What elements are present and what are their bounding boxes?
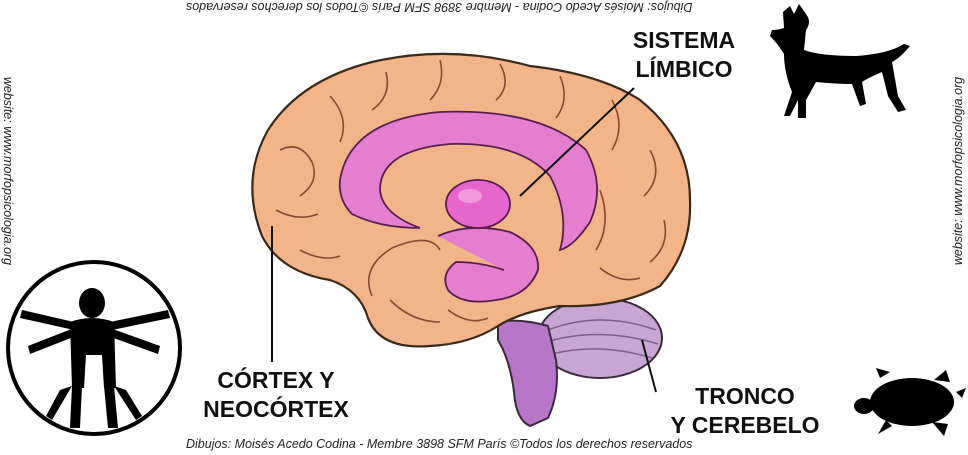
- turtle-silhouette-icon: [854, 368, 966, 436]
- tronco-pointer-line: [641, 339, 657, 393]
- stem-cerebellum-label: TRONCO Y CEREBELO: [660, 382, 830, 440]
- vitruvian-man-icon: [6, 260, 182, 436]
- limbic-label-line1: SISTEMA: [632, 27, 736, 53]
- tronco-label-line2: Y CEREBELO: [670, 412, 820, 438]
- limbic-system-label: SISTEMA LÍMBICO: [622, 26, 746, 84]
- tronco-label-line1: TRONCO: [695, 383, 795, 409]
- credit-bottom: Dibujos: Moisés Acedo Codina - Membre 38…: [186, 437, 693, 451]
- limbic-hippocampus: [437, 226, 539, 303]
- limbic-cingulate: [338, 110, 599, 252]
- limbic-pointer-line: [519, 87, 635, 197]
- brain-illustration: [251, 52, 692, 428]
- cortex-label-line2: NEOCÓRTEX: [203, 396, 349, 422]
- dog-silhouette-icon: [770, 4, 910, 118]
- limbic-label-line2: LÍMBICO: [635, 56, 733, 82]
- cortex-label: CÓRTEX Y NEOCÓRTEX: [196, 366, 356, 424]
- brain-stem: [497, 319, 558, 428]
- cortex-label-line1: CÓRTEX Y: [217, 367, 335, 393]
- thalamus: [445, 179, 511, 229]
